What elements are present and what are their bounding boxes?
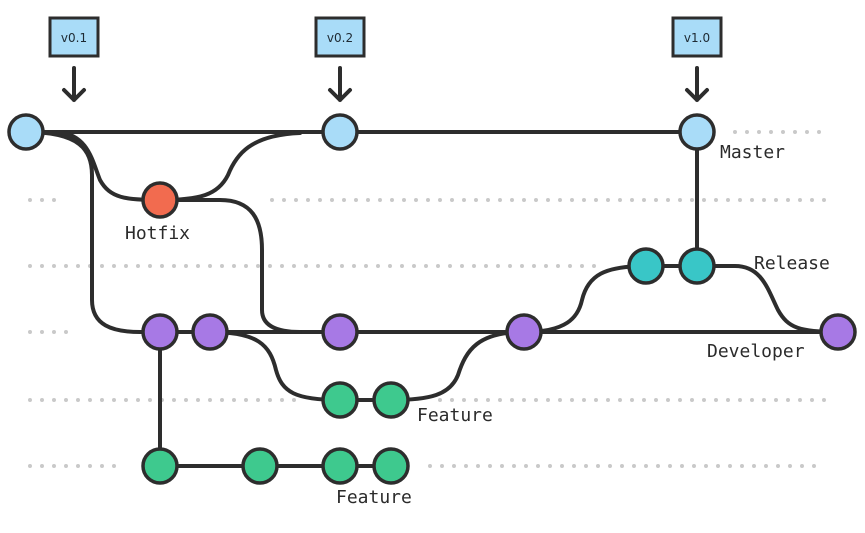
branch-label-hotfix: Hotfix [125,223,190,244]
tag-v10-box [671,16,723,58]
hotfix-to-developer-line [158,198,302,334]
feature2-commit-node [141,447,179,485]
hotfix-line [56,130,302,202]
hotfix-commit-node [141,181,179,219]
lane-guides [28,130,827,468]
tag-v10-label: v1.0 [684,31,710,45]
master-commit-node [321,113,359,151]
tag-v02-label: v0.2 [327,31,353,45]
developer-commit-node [819,313,857,351]
developer-commit-node [191,313,229,351]
release-line [522,264,840,334]
tag-v01-box [48,16,100,58]
developer-commit-node [505,313,543,351]
branch-label-feature: Feature [417,405,493,426]
feature2-commit-node [241,447,279,485]
branch-label-feature-2: Feature [336,487,412,508]
tag-v02-arrow-icon [328,66,352,102]
developer-commit-node [141,313,179,351]
tag-v10-arrow-icon [685,66,709,102]
developer-commit-node [321,313,359,351]
feature2-commit-node [372,447,410,485]
tag-v01: v0.1 [48,16,100,102]
tag-v02: v0.2 [314,16,366,102]
feature2-commit-node [321,447,359,485]
release-commit-node [678,247,716,285]
branch-label-release: Release [754,253,830,274]
version-tags: v0.1 v0.2 v1.0 [48,16,723,102]
master-commit-node [7,113,45,151]
tag-v01-label: v0.1 [61,31,87,45]
release-commit-node [627,247,665,285]
tag-v02-box [314,16,366,58]
tag-v10: v1.0 [671,16,723,102]
feature-commit-node [321,381,359,419]
branch-label-master: Master [720,142,785,163]
feature-commit-node [372,381,410,419]
developer-line [24,130,840,334]
branch-labels: Master Hotfix Release Developer Feature … [125,142,830,508]
commit-nodes [7,113,857,485]
feature-line [208,330,526,402]
branch-label-developer: Developer [707,341,805,362]
tag-v01-arrow-icon [62,66,86,102]
master-commit-node [678,113,716,151]
